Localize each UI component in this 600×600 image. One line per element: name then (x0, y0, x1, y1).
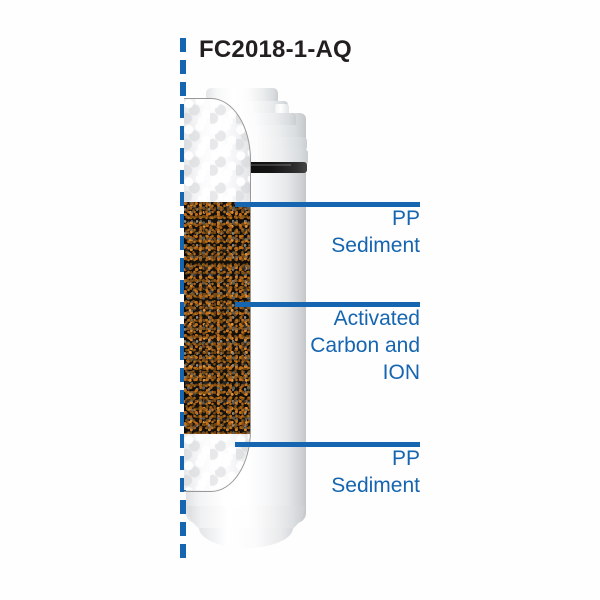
cutaway-media-window (184, 98, 250, 490)
carbon-granule-overlay (184, 202, 250, 434)
layer-pp-sediment-top (184, 98, 250, 202)
callout-label-pp-sediment-top: PP Sediment (331, 207, 420, 257)
section-centerline-dashed (180, 38, 186, 558)
leader-line-pp-sediment-bottom (235, 442, 420, 447)
callout-label-activated-carbon-ion: Activated Carbon and ION (310, 307, 420, 384)
layer-pp-sediment-bottom (184, 434, 250, 490)
leader-line-pp-sediment-top (235, 202, 420, 207)
filter-bottom-lip (199, 528, 293, 548)
filter-cartridge-illustration (184, 88, 331, 548)
callout-label-pp-sediment-bottom: PP Sediment (331, 447, 420, 497)
leader-line-activated-carbon (235, 302, 420, 307)
page-title: FC2018-1-AQ (199, 36, 352, 63)
layer-activated-carbon-ion (184, 202, 250, 434)
